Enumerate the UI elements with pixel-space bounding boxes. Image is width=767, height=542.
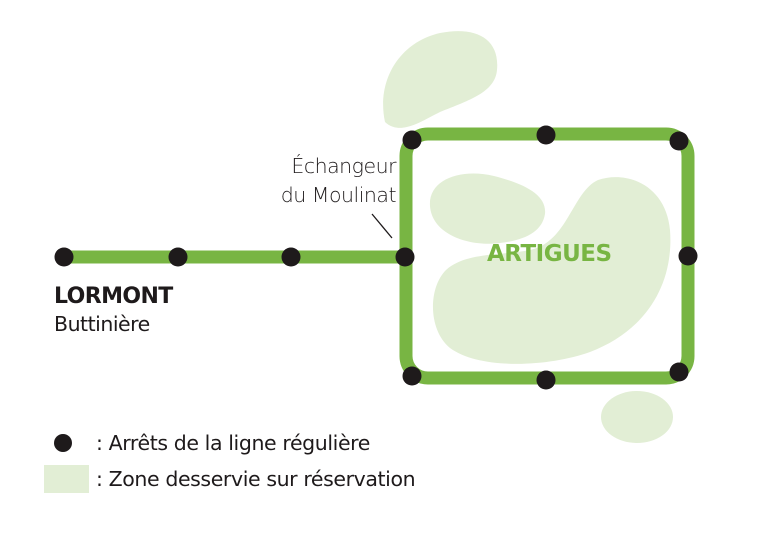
stops bbox=[54, 125, 698, 390]
stop-dot-icon[interactable] bbox=[536, 125, 556, 145]
stop-dot-icon[interactable] bbox=[669, 362, 689, 382]
legend-item-zone: : Zone desservie sur réservation bbox=[44, 464, 416, 494]
interchange-label: Échangeur du Moulinat bbox=[280, 152, 397, 210]
stop-dot-icon[interactable] bbox=[281, 247, 301, 267]
on-demand-zones bbox=[383, 31, 673, 443]
zone-north bbox=[383, 31, 498, 128]
stop-dot-icon bbox=[54, 434, 72, 452]
stop-dot-icon[interactable] bbox=[168, 247, 188, 267]
stop-dot-icon[interactable] bbox=[402, 366, 422, 386]
terminus-stop-name: Buttinière bbox=[54, 312, 150, 336]
zone-main bbox=[432, 177, 671, 364]
interchange-label-line2: du Moulinat bbox=[280, 183, 397, 207]
stop-dot-icon[interactable] bbox=[536, 370, 556, 390]
terminus-name: LORMONT bbox=[54, 284, 173, 309]
stop-dot-icon[interactable] bbox=[395, 247, 415, 267]
stop-dot-icon[interactable] bbox=[54, 247, 74, 267]
zone-swatch-icon bbox=[44, 465, 89, 493]
legend-stops-label: : Arrêts de la ligne régulière bbox=[96, 431, 370, 455]
zone-name-label: ARTIGUES bbox=[487, 241, 612, 267]
legend-item-stops: : Arrêts de la ligne régulière bbox=[44, 428, 370, 458]
stop-dot-icon[interactable] bbox=[402, 130, 422, 150]
zone-south bbox=[601, 391, 673, 443]
interchange-pointer bbox=[371, 213, 393, 239]
stop-dot-icon[interactable] bbox=[669, 131, 689, 151]
zone-west bbox=[429, 173, 546, 244]
interchange-label-line1: Échangeur bbox=[291, 154, 396, 178]
legend-zone-label: : Zone desservie sur réservation bbox=[96, 467, 416, 491]
stop-dot-icon[interactable] bbox=[678, 246, 698, 266]
